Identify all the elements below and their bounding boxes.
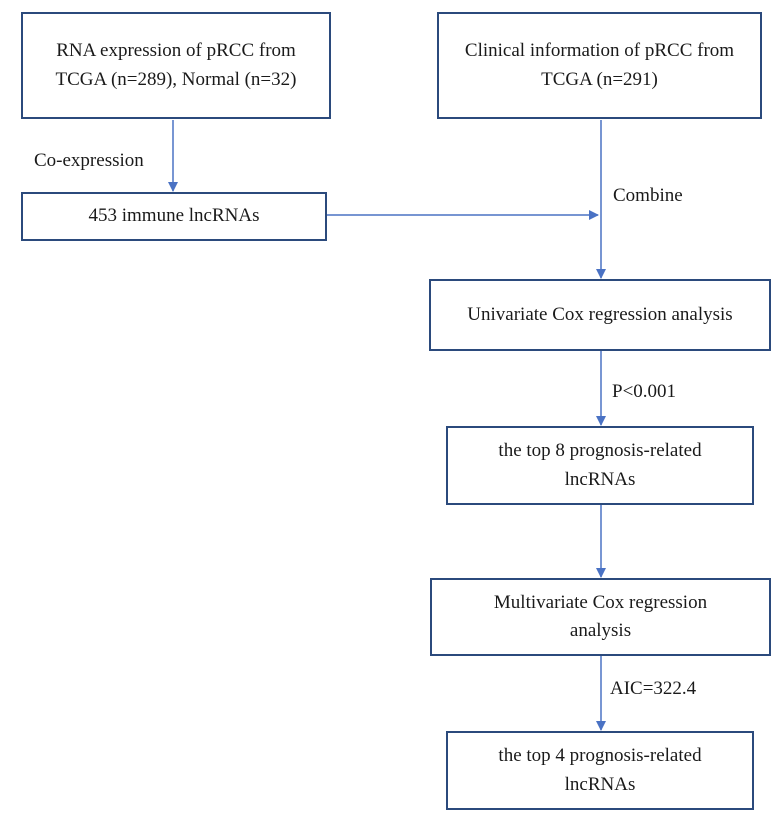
rna-expression-box: RNA expression of pRCC from TCGA (n=289)…: [21, 12, 331, 119]
multivariate-cox-box: Multivariate Cox regression analysis: [430, 578, 771, 656]
top8-lncrnas-box: the top 8 prognosis-related lncRNAs: [446, 426, 754, 505]
combine-label: Combine: [613, 185, 683, 206]
clinical-info-box: Clinical information of pRCC from TCGA (…: [437, 12, 762, 119]
p-threshold-label: P<0.001: [612, 381, 677, 402]
aic-label: AIC=322.4: [610, 678, 697, 699]
immune-lncrnas-box: 453 immune lncRNAs: [21, 192, 327, 241]
coexpression-label: Co-expression: [34, 150, 144, 171]
univariate-cox-box: Univariate Cox regression analysis: [429, 279, 771, 351]
top4-lncrnas-box: the top 4 prognosis-related lncRNAs: [446, 731, 754, 810]
